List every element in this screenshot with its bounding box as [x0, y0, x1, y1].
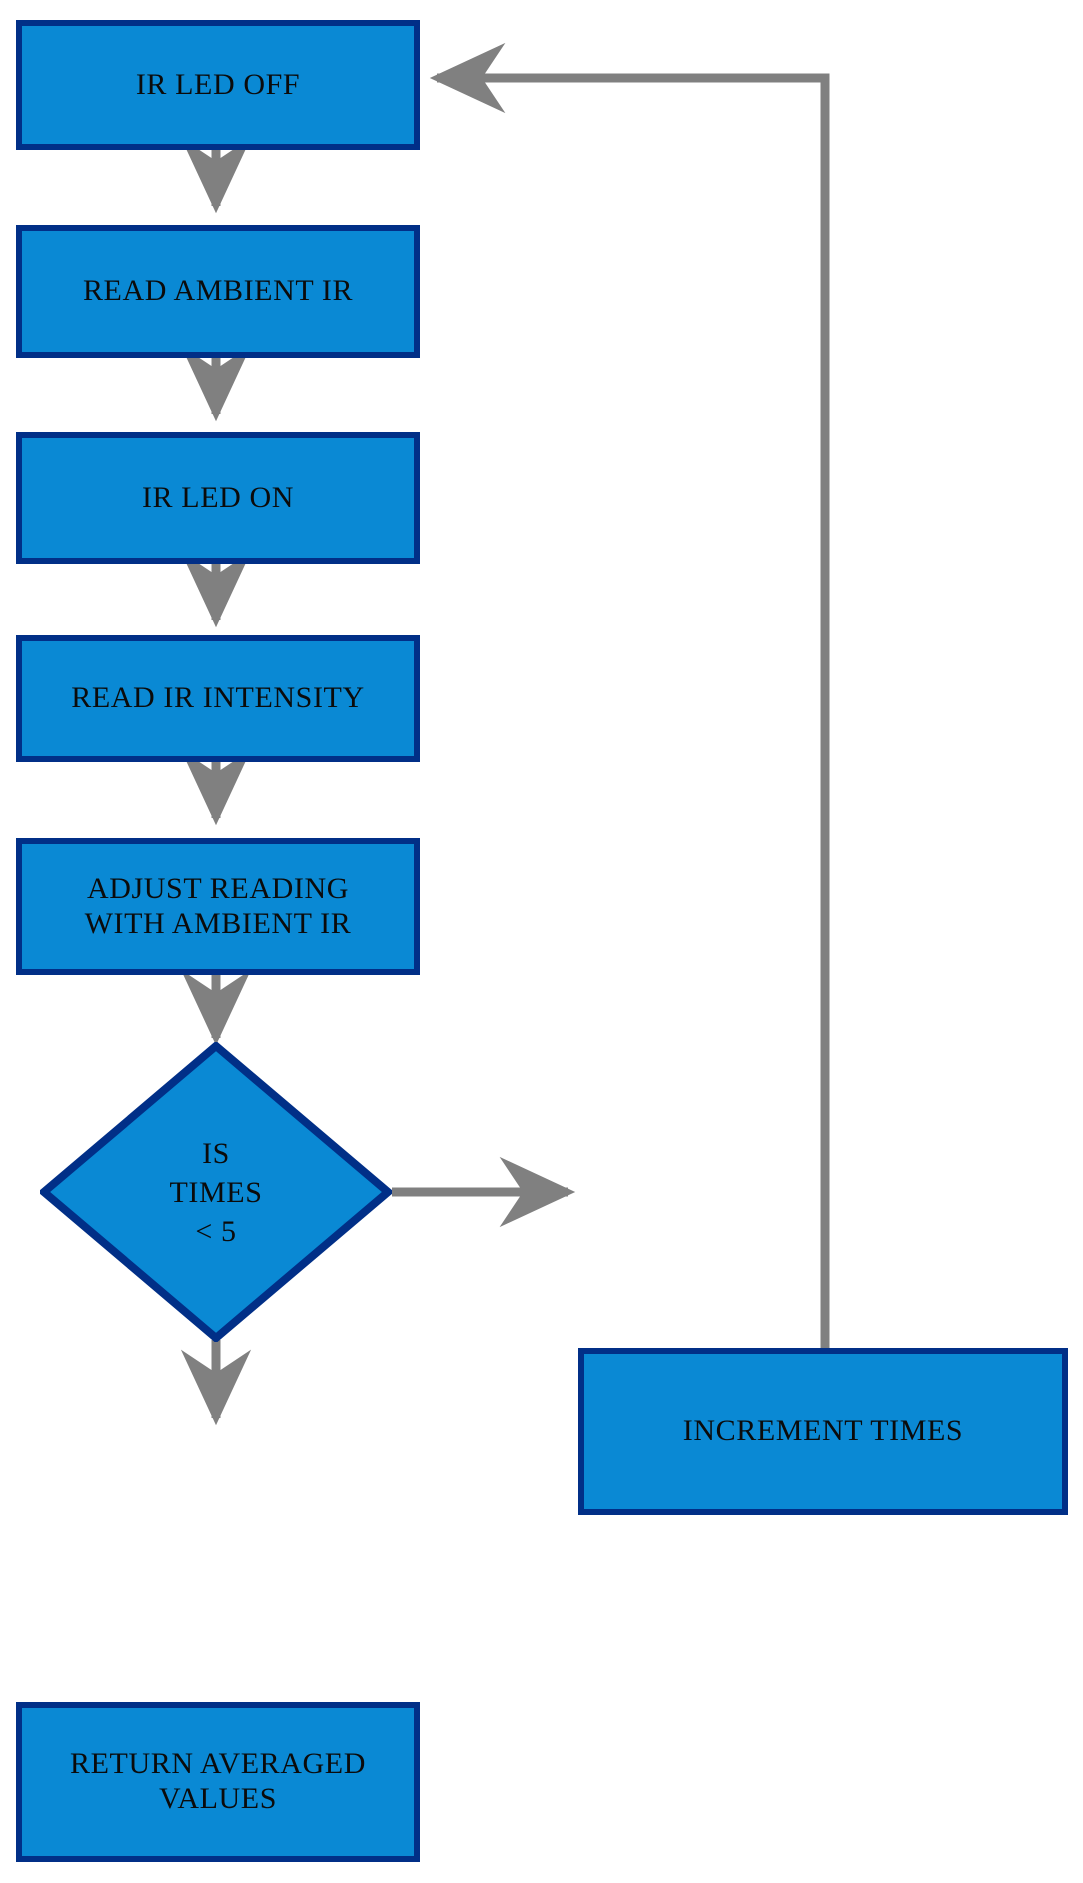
node-label: ADJUST READING WITH AMBIENT IR: [84, 871, 352, 940]
node-read-ir-intensity[interactable]: READ IR INTENSITY: [16, 635, 420, 762]
node-label: IS TIMES < 5: [169, 1136, 263, 1248]
node-label: RETURN AVERAGED VALUES: [70, 1747, 366, 1815]
node-label: READ AMBIENT IR: [82, 274, 354, 308]
node-label: READ IR INTENSITY: [71, 681, 365, 715]
node-is-times-lt-5[interactable]: IS TIMES < 5: [40, 1042, 392, 1342]
node-read-ambient-ir[interactable]: READ AMBIENT IR: [16, 225, 420, 358]
node-label: INCREMENT TIMES: [682, 1414, 964, 1448]
node-return-averaged-values[interactable]: RETURN AVERAGED VALUES: [16, 1702, 420, 1862]
node-label: IR LED OFF: [135, 67, 301, 101]
decision-diamond-shape: [40, 1042, 392, 1342]
node-increment-times[interactable]: INCREMENT TIMES: [578, 1348, 1068, 1515]
node-ir-led-on[interactable]: IR LED ON: [16, 432, 420, 564]
edge-increment-to-off: [429, 42, 830, 1348]
node-adjust-reading[interactable]: ADJUST READING WITH AMBIENT IR: [16, 838, 420, 975]
node-label: IR LED ON: [141, 480, 295, 514]
node-ir-led-off[interactable]: IR LED OFF: [16, 20, 420, 150]
